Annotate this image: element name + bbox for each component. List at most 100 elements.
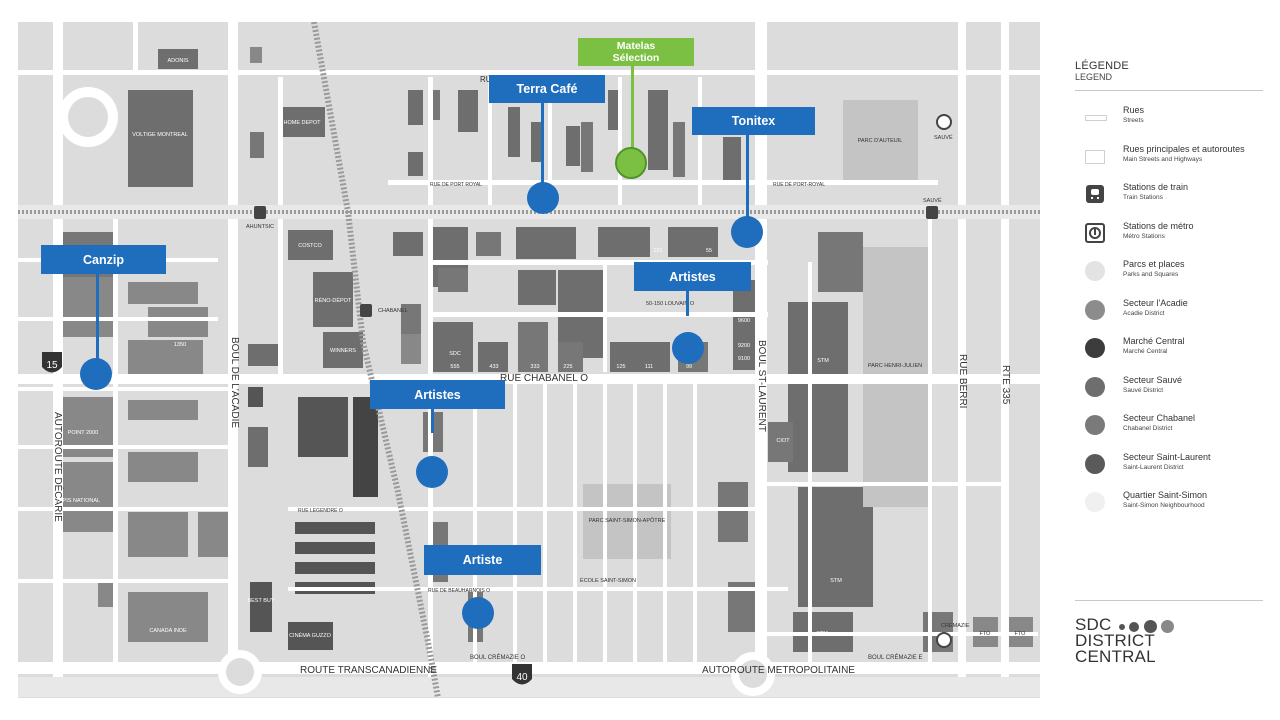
label-parc-henri-julien: PARC HENRI-JULIEN bbox=[868, 363, 922, 369]
callout-matelas-selection-leader bbox=[631, 66, 634, 150]
building-numbers: 1350 101 55 9600 9200 9100 SDC 433 333 2… bbox=[174, 248, 750, 370]
svg-text:9200: 9200 bbox=[738, 343, 750, 349]
callout-canzip[interactable]: Canzip bbox=[41, 245, 166, 274]
callout-artistes-1[interactable]: Artistes bbox=[634, 262, 751, 291]
legend-label: Stations de métro bbox=[1123, 220, 1194, 231]
legend-label: Quartier Saint-Simon bbox=[1123, 490, 1208, 500]
label-fto-1: FTO bbox=[980, 631, 992, 637]
legend-label: Rues principales et autoroutes bbox=[1123, 143, 1245, 154]
street-swatch bbox=[1085, 107, 1107, 127]
callout-terra-cafe-leader bbox=[541, 103, 544, 188]
label-rue-top: RUE bbox=[480, 75, 497, 84]
svg-text:433: 433 bbox=[489, 364, 498, 370]
label-reno-depot: RÉNO-DÉPOT bbox=[315, 297, 352, 304]
marche-central-swatch bbox=[1085, 338, 1105, 358]
legend-sublabel: Chabanel District bbox=[1123, 425, 1173, 432]
callout-terra-cafe[interactable]: Terra Café bbox=[489, 75, 605, 103]
sdc-district-central-logo: SDC DISTRICT CENTRAL bbox=[1075, 600, 1265, 665]
callout-canzip-label: Canzip bbox=[83, 252, 124, 267]
label-boul-st-laurent: BOUL ST-LAURENT bbox=[756, 340, 767, 432]
label-rte-335: RTE 335 bbox=[1000, 365, 1011, 405]
metro-icon bbox=[1085, 222, 1105, 243]
label-home-depot: HOME DEPOT bbox=[284, 120, 322, 126]
callout-tonitex-pin[interactable] bbox=[731, 216, 763, 248]
saint-simon-swatch bbox=[1085, 492, 1105, 512]
label-rue-berri: RUE BERRI bbox=[957, 354, 968, 408]
legend-label: Secteur l'Acadie bbox=[1123, 297, 1188, 308]
callout-terra-cafe-pin[interactable] bbox=[527, 182, 559, 214]
legend-label: Secteur Chabanel bbox=[1123, 413, 1196, 423]
legend-label: Marché Central bbox=[1123, 336, 1185, 346]
label-ciot: CIOT bbox=[776, 438, 790, 444]
legend-item-acadie: Secteur l'Acadie Acadie District bbox=[1075, 294, 1265, 333]
callout-matelas-selection-pin[interactable] bbox=[615, 147, 647, 179]
legend-title-en: LEGEND bbox=[1075, 72, 1113, 82]
svg-text:9600: 9600 bbox=[738, 318, 750, 324]
label-fto-2: FTO bbox=[1015, 631, 1027, 637]
legend-label: Parcs et places bbox=[1123, 259, 1185, 269]
label-voltige: VOLTIGE MONTREAL bbox=[132, 132, 188, 138]
svg-text:225: 225 bbox=[563, 364, 572, 370]
highway-shield-15: 15 bbox=[42, 352, 62, 373]
legend-label: Secteur Saint-Laurent bbox=[1123, 451, 1211, 462]
label-boul-cremazie-o: BOUL CRÉMAZIE O bbox=[470, 654, 525, 661]
callout-artistes-2-leader bbox=[431, 409, 434, 433]
label-tapis-national: TAPIS NATIONAL bbox=[56, 498, 100, 504]
brand-dots-icon bbox=[1119, 618, 1175, 636]
brand-line-1: SDC bbox=[1075, 615, 1112, 634]
legend-sublabel: Saint-Laurent District bbox=[1123, 463, 1184, 471]
svg-text:111: 111 bbox=[645, 364, 653, 370]
station-icons bbox=[254, 114, 952, 648]
callout-artistes-1-pin[interactable] bbox=[672, 332, 704, 364]
highway-shield-40: 40 bbox=[512, 664, 532, 685]
label-station-sauve-metro: SAUVÉ bbox=[934, 134, 953, 141]
label-best-buy: BEST BUY bbox=[247, 598, 274, 604]
legend-sublabel: Parks and Squares bbox=[1123, 271, 1179, 278]
label-ecole-saint-simon: ÉCOLE SAINT-SIMON bbox=[580, 577, 636, 584]
label-rue-louvain: 50-150 LOUVAIN O bbox=[646, 301, 695, 307]
roundabouts bbox=[58, 87, 775, 696]
legend-label: Rues bbox=[1123, 105, 1145, 115]
callout-canzip-pin[interactable] bbox=[80, 358, 112, 390]
svg-text:99: 99 bbox=[686, 364, 692, 370]
label-winners: WINNERS bbox=[330, 348, 356, 354]
legend-sublabel: Train Stations bbox=[1123, 194, 1163, 201]
label-boul-cremazie-e: BOUL CRÉMAZIE E bbox=[868, 654, 922, 661]
label-rue-chabanel: RUE CHABANEL O bbox=[500, 373, 588, 384]
legend-item-chabanel: Secteur Chabanel Chabanel District bbox=[1075, 409, 1265, 448]
callout-artistes-2-pin[interactable] bbox=[416, 456, 448, 488]
callout-matelas-selection[interactable]: Matelas Sélection bbox=[578, 38, 694, 66]
callout-artistes-2[interactable]: Artistes bbox=[370, 380, 505, 409]
brand-line-3: CENTRAL bbox=[1075, 647, 1156, 666]
legend-sublabel: Acadie District bbox=[1123, 309, 1165, 317]
callout-artiste-3-pin[interactable] bbox=[462, 597, 494, 629]
callout-artiste-3[interactable]: Artiste bbox=[424, 545, 541, 575]
callout-artiste-3-label: Artiste bbox=[462, 553, 503, 567]
label-autoroute-metropolitaine: AUTOROUTE METROPOLITAINE bbox=[702, 665, 855, 676]
callout-artistes-1-leader bbox=[686, 291, 689, 316]
legend-item-sauve: Secteur Sauvé Sauvé District bbox=[1075, 371, 1265, 410]
callout-matelas-label-2: Sélection bbox=[612, 52, 660, 64]
label-rue-beauharnois: RUE DE BEAUHARNOIS O bbox=[428, 588, 490, 594]
svg-text:SDC: SDC bbox=[449, 351, 461, 357]
callout-matelas-label-1: Matelas bbox=[616, 40, 656, 52]
label-stm-3: STM bbox=[816, 631, 828, 637]
label-station-cremazie: CRÉMAZIE bbox=[941, 622, 970, 629]
legend-item-metro-stations: Stations de métro Métro Stations bbox=[1075, 217, 1265, 256]
label-rue-port-royal-e: RUE DE PORT-ROYAL bbox=[773, 182, 825, 188]
label-parc-saint-simon: PARC SAINT-SIMON-APÔTRE bbox=[589, 517, 666, 524]
railway bbox=[18, 21, 1040, 699]
train-icon bbox=[1085, 184, 1105, 204]
svg-text:555: 555 bbox=[450, 364, 459, 370]
svg-text:333: 333 bbox=[530, 364, 539, 370]
label-station-sauve-train: SAUVÉ bbox=[923, 197, 942, 204]
saint-laurent-swatch bbox=[1085, 453, 1105, 474]
callout-tonitex[interactable]: Tonitex bbox=[692, 107, 815, 135]
label-station-ahuntsic: AHUNTSIC bbox=[246, 224, 274, 230]
svg-text:15: 15 bbox=[46, 360, 58, 371]
label-rue-legendre: RUE LEGENDRE O bbox=[298, 508, 343, 514]
legend-item-parks: Parcs et places Parks and Squares bbox=[1075, 255, 1265, 294]
label-rue-port-royal: RUE DE PORT ROYAL bbox=[430, 182, 482, 188]
parks-swatch bbox=[1085, 261, 1105, 281]
legend-item-saint-laurent: Secteur Saint-Laurent Saint-Laurent Dist… bbox=[1075, 448, 1265, 487]
